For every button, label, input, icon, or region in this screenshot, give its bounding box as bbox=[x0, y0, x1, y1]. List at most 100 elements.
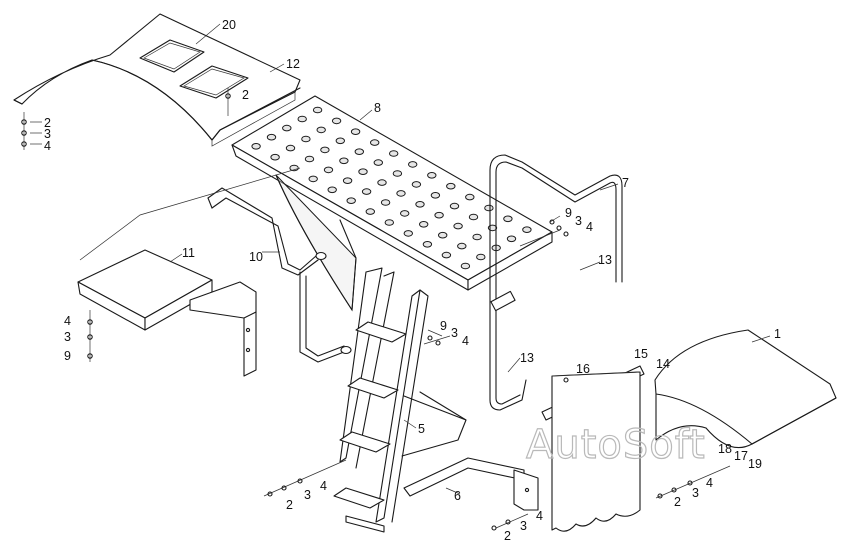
platform-hole bbox=[403, 230, 413, 237]
part-1-front-fender bbox=[654, 329, 837, 449]
platform-hole bbox=[465, 193, 475, 201]
platform-hole bbox=[297, 115, 307, 123]
platform-hole bbox=[301, 135, 311, 143]
platform-hole bbox=[411, 181, 422, 188]
platform-hole bbox=[266, 133, 277, 141]
callout-labels: 20 12 2 2 3 4 8 7 9 3 4 13 11 10 4 3 9 9… bbox=[44, 18, 781, 543]
part-14-mud-flap bbox=[551, 371, 641, 532]
platform-hole bbox=[361, 188, 372, 195]
platform-hole bbox=[400, 210, 410, 217]
platform-hole bbox=[408, 161, 418, 168]
watermark-text: AutoSoft bbox=[526, 422, 706, 468]
platform-hole bbox=[392, 170, 403, 177]
platform-hole bbox=[427, 172, 437, 179]
part-12-rear-fender-cover bbox=[13, 13, 301, 147]
platform-hole bbox=[396, 190, 406, 197]
leader-lines bbox=[169, 23, 771, 529]
callout-2: 2 bbox=[242, 88, 249, 102]
callout-3: 3 bbox=[692, 486, 699, 500]
callout-3: 3 bbox=[44, 127, 51, 141]
platform-hole bbox=[434, 211, 444, 219]
callout-2: 2 bbox=[504, 529, 511, 543]
platform-hole bbox=[506, 235, 517, 243]
platform-hole bbox=[438, 231, 448, 239]
platform-hole bbox=[441, 251, 452, 259]
platform-hole bbox=[449, 202, 460, 210]
callout-3: 3 bbox=[304, 488, 311, 502]
callout-4: 4 bbox=[536, 509, 543, 523]
platform-hole bbox=[503, 215, 513, 223]
callout-6: 6 bbox=[454, 489, 461, 503]
callout-9: 9 bbox=[64, 349, 71, 363]
callout-13: 13 bbox=[520, 351, 534, 365]
fastener-stack-left-mid bbox=[87, 310, 93, 362]
platform-hole bbox=[323, 166, 334, 174]
platform-hole bbox=[282, 124, 292, 132]
callout-9: 9 bbox=[440, 319, 447, 333]
platform-hole bbox=[270, 153, 280, 161]
callout-2: 2 bbox=[44, 116, 51, 130]
platform-hole bbox=[342, 177, 353, 184]
platform-hole bbox=[365, 208, 375, 215]
part-7-handrail bbox=[489, 154, 623, 411]
callout-7: 7 bbox=[622, 176, 629, 190]
platform-hole bbox=[339, 157, 349, 165]
callout-3: 3 bbox=[575, 214, 582, 228]
callout-14: 14 bbox=[656, 357, 670, 371]
part-5-ladder bbox=[333, 267, 467, 533]
callout-3: 3 bbox=[520, 519, 527, 533]
callout-2: 2 bbox=[674, 495, 681, 509]
part-8-step-platform bbox=[231, 95, 553, 312]
part-10-support-tube bbox=[207, 187, 352, 363]
callout-4: 4 bbox=[706, 476, 713, 490]
platform-hole bbox=[430, 192, 441, 199]
platform-hole bbox=[380, 199, 391, 206]
platform-hole bbox=[312, 106, 323, 114]
callout-19: 19 bbox=[748, 457, 762, 471]
platform-hole bbox=[350, 128, 361, 135]
platform-hole bbox=[346, 197, 356, 204]
platform-hole bbox=[320, 146, 330, 154]
platform-hole bbox=[251, 143, 261, 150]
platform-hole bbox=[377, 179, 387, 186]
callout-16: 16 bbox=[576, 362, 590, 376]
part-6-lower-bracket bbox=[403, 457, 539, 511]
platform-hole bbox=[415, 201, 425, 208]
platform-hole bbox=[327, 186, 337, 194]
platform-hole bbox=[316, 126, 326, 134]
platform-hole bbox=[304, 155, 315, 163]
platform-hole bbox=[484, 204, 494, 212]
callout-5: 5 bbox=[418, 422, 425, 436]
platform-hole bbox=[373, 159, 383, 166]
fastener-dots bbox=[267, 219, 693, 531]
platform-hole bbox=[358, 168, 368, 175]
callout-2: 2 bbox=[286, 498, 293, 512]
callout-17: 17 bbox=[734, 449, 748, 463]
platform-hole bbox=[472, 233, 482, 241]
platform-hole bbox=[389, 150, 399, 157]
callout-10: 10 bbox=[249, 250, 263, 264]
callout-1: 1 bbox=[774, 327, 781, 341]
platform-hole bbox=[457, 242, 467, 250]
part-20-anti-slip-pads bbox=[139, 39, 249, 99]
callout-9: 9 bbox=[565, 206, 572, 220]
callout-20: 20 bbox=[222, 18, 236, 32]
callout-18: 18 bbox=[718, 442, 732, 456]
platform-holes bbox=[251, 106, 532, 270]
platform-hole bbox=[522, 226, 532, 233]
platform-hole bbox=[370, 139, 380, 146]
callout-4: 4 bbox=[44, 139, 51, 153]
platform-hole bbox=[331, 117, 342, 125]
callout-3: 3 bbox=[451, 326, 458, 340]
callout-13: 13 bbox=[598, 253, 612, 267]
fastener-stack-left-top bbox=[21, 88, 231, 150]
platform-hole bbox=[384, 219, 394, 226]
platform-hole bbox=[476, 253, 486, 261]
callout-4: 4 bbox=[64, 314, 71, 328]
platform-hole bbox=[468, 213, 479, 221]
platform-hole bbox=[354, 148, 364, 155]
callout-4: 4 bbox=[586, 220, 593, 234]
callout-4: 4 bbox=[320, 479, 327, 493]
callout-8: 8 bbox=[374, 101, 381, 115]
platform-hole bbox=[446, 182, 456, 190]
